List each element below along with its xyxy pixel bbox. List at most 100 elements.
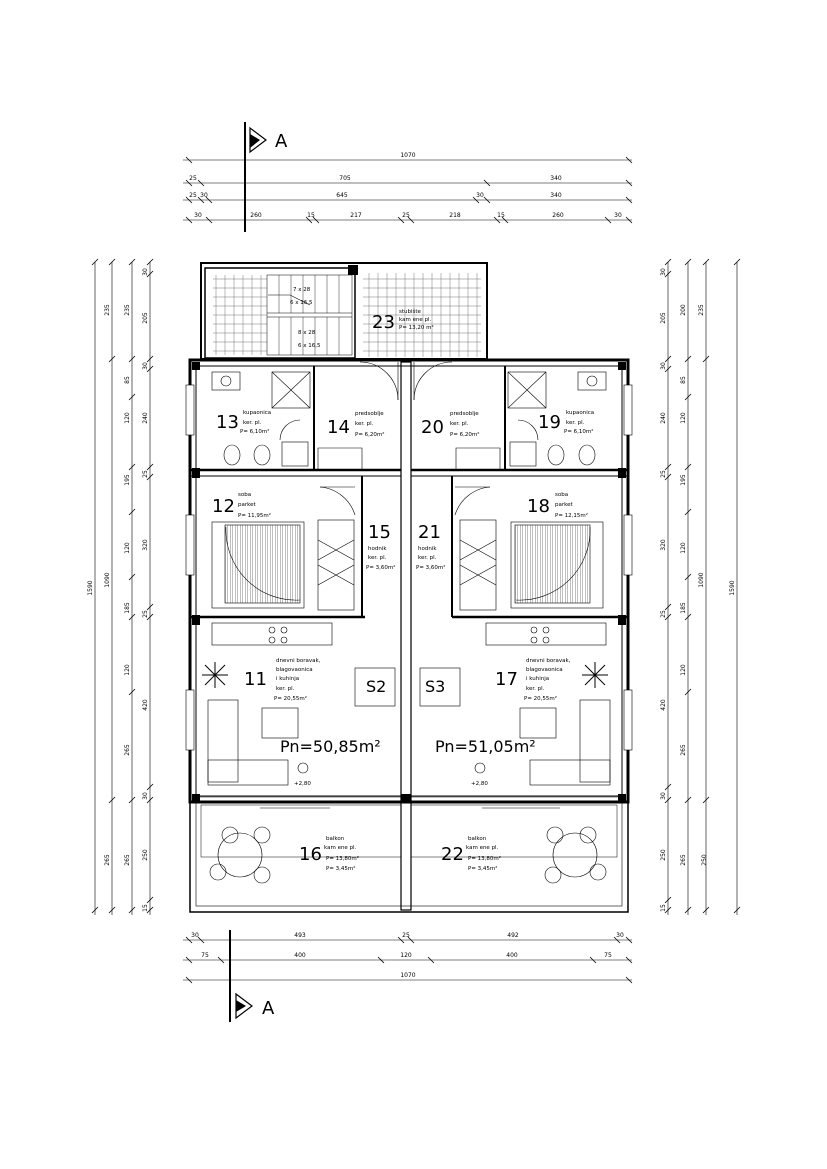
dim-label: 25	[189, 175, 197, 182]
dim-label: 265	[680, 744, 687, 756]
dim-label: 265	[124, 744, 131, 756]
room-area: P= 3,60m²	[366, 564, 395, 571]
stair-note: 7 x 28	[293, 287, 311, 293]
section-letter: A	[275, 131, 288, 152]
room-name: soba	[555, 492, 568, 498]
dim-label: 420	[660, 699, 667, 711]
dim-label: 120	[680, 664, 687, 676]
unit-code: S3	[425, 677, 445, 696]
dim-label: 235	[698, 304, 705, 316]
room-name: soba	[238, 492, 251, 498]
room-name: hodnik	[368, 546, 387, 552]
dim-label: 75	[201, 952, 209, 959]
room-label-22: 22 balkon kam ene pl. P= 13,80m² P= 3,45…	[441, 836, 501, 872]
room-floor: ker. pl.	[526, 686, 545, 692]
bottom-dimension-labels: 30 493 25 492 30 75 400 120 400 75 1070	[191, 932, 624, 979]
dim-label: 25	[142, 470, 149, 478]
dim-label: 1590	[729, 580, 736, 595]
room-number: 23	[372, 312, 395, 333]
room-area: P= 6,10m²	[564, 428, 593, 435]
room-number: 18	[527, 496, 550, 517]
dim-label: 493	[294, 932, 306, 939]
room-floor: ker. pl.	[450, 421, 469, 427]
room-floor: ker. pl.	[276, 686, 295, 692]
dim-label: 205	[660, 312, 667, 324]
room-area: P= 6,20m²	[450, 431, 479, 438]
fixtures	[202, 361, 611, 884]
room-area: P= 13,80m²	[326, 855, 359, 862]
dim-label: 340	[550, 175, 562, 182]
room-area: P= 6,10m²	[240, 428, 269, 435]
dim-label: 30	[142, 268, 149, 276]
room-area: P= 13,80m²	[468, 855, 501, 862]
dim-label: 120	[124, 542, 131, 554]
dim-label: 1070	[400, 972, 415, 979]
room-area: P= 3,60m²	[416, 564, 445, 571]
dim-label: 260	[552, 212, 564, 219]
room-number: 22	[441, 844, 464, 865]
stair-note: 6 x 16,5	[298, 343, 321, 349]
dim-label: 340	[550, 192, 562, 199]
room-label-14: 14 predsoblje ker. pl. P= 6,20m²	[327, 411, 384, 438]
room-label-11: 11 dnevni boravak, blagovaonica i kuhinj…	[244, 658, 321, 702]
dim-label: 30	[660, 362, 667, 370]
stair-note: 8 x 28	[298, 330, 316, 336]
room-floor: kam ene pl.	[324, 845, 357, 851]
room-number: 17	[495, 669, 518, 690]
room-area-2: P= 3,45m²	[326, 865, 355, 872]
room-area: P= 11,95m²	[238, 512, 271, 519]
room-name: blagovaonica	[526, 667, 563, 673]
dim-label: 235	[124, 304, 131, 316]
section-marker-top: A	[244, 122, 288, 232]
room-number: 13	[216, 412, 239, 433]
room-label-15: 15 hodnik ker. pl. P= 3,60m²	[366, 522, 395, 571]
dim-label: 260	[250, 212, 262, 219]
dim-label: 30	[660, 268, 667, 276]
unit-code: S2	[366, 677, 386, 696]
dim-label: 645	[336, 192, 348, 199]
room-name: predsoblje	[450, 411, 479, 417]
dim-label: 120	[124, 664, 131, 676]
room-name: stubište	[399, 308, 422, 315]
dim-label: 217	[350, 212, 362, 219]
room-label-19: 19 kupaonica ker. pl. P= 6,10m²	[538, 410, 594, 435]
dim-label: 25	[660, 470, 667, 478]
dim-label: 218	[449, 212, 461, 219]
dim-label: 705	[339, 175, 351, 182]
section-marker-bottom: A	[229, 930, 275, 1022]
unit-s2: S2 Pn=50,85m² +2,80	[280, 677, 386, 787]
dim-label: 195	[680, 474, 687, 486]
dim-label: 30	[142, 362, 149, 370]
dim-label: 120	[400, 952, 412, 959]
dim-label: 30	[142, 792, 149, 800]
room-name: balkon	[468, 836, 487, 842]
dim-label: 420	[142, 699, 149, 711]
dim-label: 400	[506, 952, 518, 959]
dim-label: 250	[142, 849, 149, 861]
dim-label: 250	[660, 849, 667, 861]
room-label-21: 21 hodnik ker. pl. P= 3,60m²	[416, 522, 445, 571]
room-floor: kam ene pl.	[466, 845, 499, 851]
top-dimension-labels: 1070 25 705 340 25 30 645 30 340 30 260 …	[189, 152, 622, 219]
dim-label: 205	[142, 312, 149, 324]
room-floor: ker. pl.	[368, 555, 387, 561]
room-number: 12	[212, 496, 235, 517]
dim-label: 30	[660, 792, 667, 800]
dim-label: 265	[680, 854, 687, 866]
unit-net-area: Pn=50,85m²	[280, 737, 381, 756]
dim-label: 85	[680, 376, 687, 384]
dim-label: 85	[124, 376, 131, 384]
room-name: i kuhinja	[526, 676, 549, 682]
room-area-2: P= 3,45m²	[468, 865, 497, 872]
dim-label: 15	[497, 212, 505, 219]
room-floor: parket	[555, 502, 573, 508]
dim-label: 15	[307, 212, 315, 219]
unit-s3: S3 Pn=51,05m² +2,80	[425, 677, 536, 787]
room-name: hodnik	[418, 546, 437, 552]
dim-label: 195	[124, 474, 131, 486]
dim-label: 120	[124, 412, 131, 424]
room-name: dnevni boravak,	[526, 658, 571, 664]
right-dimension-labels: 1590 1090 235 30 205 30 240 25 320 25 42…	[660, 268, 736, 912]
dim-label: 185	[680, 602, 687, 614]
